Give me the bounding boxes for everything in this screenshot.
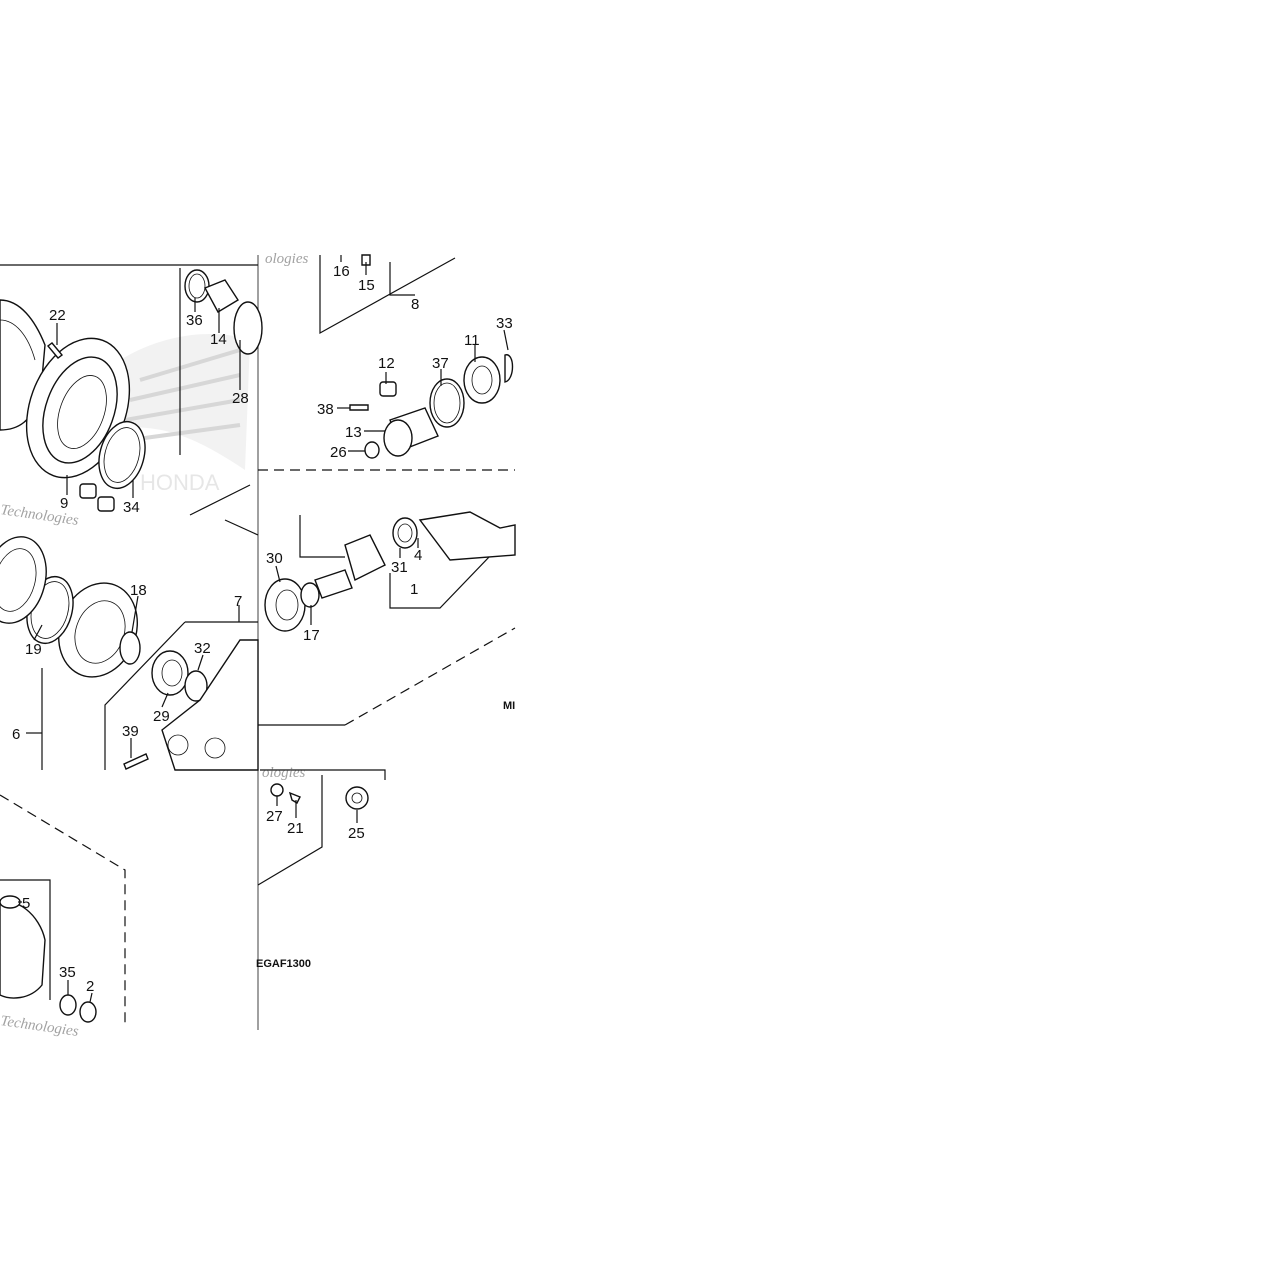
callout-38: 38 [317, 401, 334, 418]
callout-36: 36 [186, 312, 203, 329]
callout-14: 14 [210, 331, 227, 348]
callout-30: 30 [266, 550, 283, 567]
diagram-code: EGAF1300 [256, 958, 311, 970]
watermark-word-top: ologies [265, 251, 308, 267]
callout-6: 6 [12, 726, 20, 743]
callout-8: 8 [411, 296, 419, 313]
callout-17: 17 [303, 627, 320, 644]
callout-15: 15 [358, 277, 375, 294]
watermark-brand: HONDA [140, 470, 220, 495]
callout-29: 29 [153, 708, 170, 725]
watermark-word-bottom: Technologies [0, 1013, 80, 1040]
callout-7: 7 [234, 593, 242, 610]
callout-1: 1 [410, 581, 418, 598]
callout-11: 11 [464, 332, 480, 349]
callout-27: 27 [266, 808, 283, 825]
callout-37: 37 [432, 355, 449, 372]
callout-39: 39 [122, 723, 139, 740]
callout-25: 25 [348, 825, 365, 842]
callout-19: 19 [25, 641, 42, 658]
callout-16: 16 [333, 263, 350, 280]
edge-text: MI [503, 700, 515, 712]
callout-22: 22 [49, 307, 66, 324]
callout-34: 34 [123, 499, 140, 516]
watermark-word-lower: ologies [262, 765, 305, 781]
leader-lines [18, 255, 509, 1003]
callout-18: 18 [130, 582, 147, 599]
parts [0, 254, 516, 1023]
callout-28: 28 [232, 390, 249, 407]
callout-35: 35 [59, 964, 76, 981]
callouts: 22 36 14 28 34 9 16 15 8 33 11 37 12 38 … [12, 263, 513, 995]
callout-13: 13 [345, 424, 362, 441]
callout-2: 2 [86, 978, 94, 995]
callout-21: 21 [287, 820, 304, 837]
group-lines [0, 255, 516, 1030]
callout-26: 26 [330, 444, 347, 461]
callout-31: 31 [391, 559, 408, 576]
callout-32: 32 [194, 640, 211, 657]
callout-9: 9 [60, 495, 68, 512]
callout-5: 5 [22, 895, 30, 912]
callout-4: 4 [414, 547, 422, 564]
callout-12: 12 [378, 355, 395, 372]
callout-33: 33 [496, 315, 513, 332]
